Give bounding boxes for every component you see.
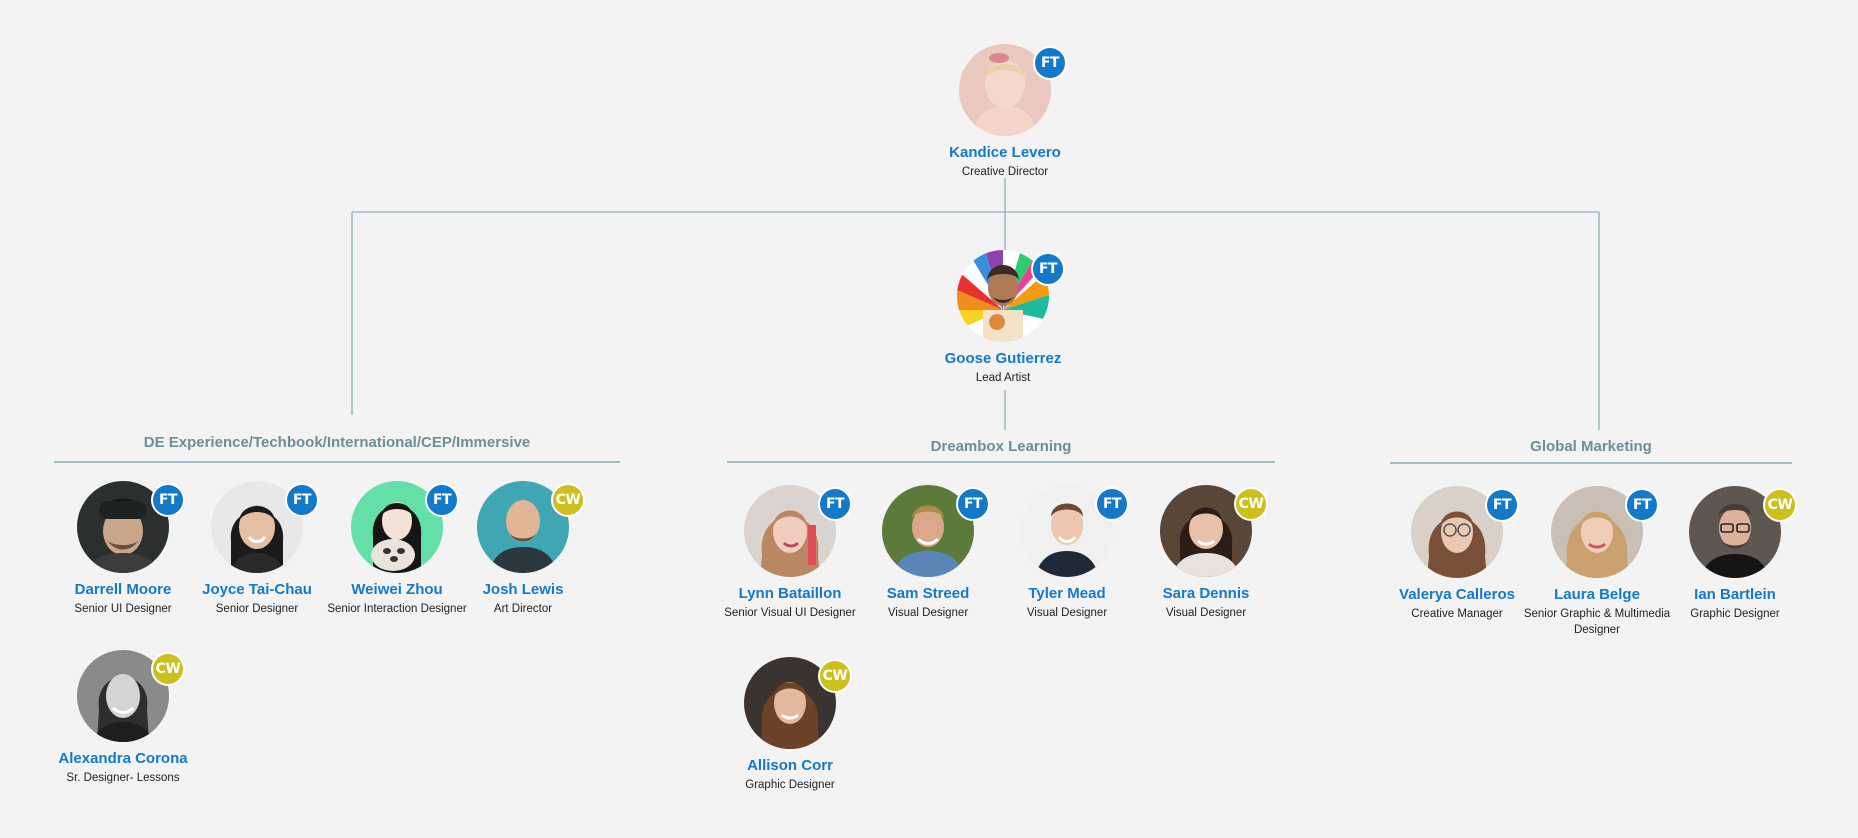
avatar (957, 250, 1049, 342)
person-card[interactable]: FT Laura Belge Senior Graphic & Multimed… (1507, 486, 1687, 638)
employment-badge: CW (151, 652, 185, 686)
person-card[interactable]: FT Valerya Calleros Creative Manager (1367, 486, 1547, 622)
avatar (744, 485, 836, 577)
person-role: Graphic Designer (1690, 608, 1780, 620)
person-name: Allison Corr (747, 757, 833, 774)
person-role: Visual Designer (1026, 607, 1108, 619)
group-divider (727, 461, 1275, 463)
person-card-lead[interactable]: FT Goose Gutierrez Lead Artist (913, 250, 1093, 386)
employment-badge: CW (1234, 487, 1268, 521)
person-card[interactable]: FT Tyler Mead Visual Designer (977, 485, 1157, 621)
person-card[interactable]: CW Ian Bartlein Graphic Designer (1645, 486, 1825, 622)
group-divider (54, 461, 620, 463)
person-role: Graphic Designer (745, 779, 835, 791)
person-name: Alexandra Corona (58, 750, 188, 767)
person-card[interactable]: FT Weiwei Zhou Senior Interaction Design… (307, 481, 487, 617)
employment-badge: CW (1763, 488, 1797, 522)
person-name: Darrell Moore (74, 581, 172, 598)
person-name: Ian Bartlein (1694, 586, 1776, 603)
person-role: Senior Visual UI Designer (724, 607, 856, 619)
person-name: Weiwei Zhou (351, 581, 443, 598)
person-name: Joyce Tai-Chau (202, 581, 312, 598)
avatar (959, 44, 1051, 136)
person-name: Sam Streed (886, 585, 970, 602)
employment-badge: FT (956, 487, 990, 521)
person-name: Goose Gutierrez (944, 350, 1062, 367)
person-role: Visual Designer (1165, 607, 1247, 619)
person-role: Senior UI Designer (74, 603, 172, 615)
person-card[interactable]: CW Josh Lewis Art Director (433, 481, 613, 617)
person-role: Creative Director (961, 166, 1049, 178)
person-name: Sara Dennis (1162, 585, 1250, 602)
person-card[interactable]: CW Allison Corr Graphic Designer (700, 657, 880, 793)
employment-badge: FT (425, 483, 459, 517)
person-card[interactable]: FT Joyce Tai-Chau Senior Designer (167, 481, 347, 617)
avatar (1551, 486, 1643, 578)
person-card-director[interactable]: FT Kandice Levero Creative Director (915, 44, 1095, 180)
group-title-dreambox: Dreambox Learning (930, 438, 1072, 455)
person-name: Josh Lewis (482, 581, 564, 598)
employment-badge: FT (1095, 487, 1129, 521)
person-card[interactable]: FT Sam Streed Visual Designer (838, 485, 1018, 621)
person-role: Creative Manager (1411, 608, 1503, 620)
person-name: Laura Belge (1554, 586, 1640, 603)
employment-badge: FT (818, 487, 852, 521)
group-divider (1390, 462, 1792, 464)
person-card[interactable]: CW Alexandra Corona Sr. Designer- Lesson… (33, 650, 213, 786)
person-name: Kandice Levero (949, 144, 1061, 161)
person-card[interactable]: CW Sara Dennis Visual Designer (1116, 485, 1296, 621)
person-card[interactable]: FT Lynn Bataillon Senior Visual UI Desig… (700, 485, 880, 621)
employment-badge: FT (1625, 488, 1659, 522)
person-name: Tyler Mead (1028, 585, 1106, 602)
person-role: Sr. Designer- Lessons (66, 772, 180, 784)
employment-badge: FT (285, 483, 319, 517)
avatar (77, 650, 169, 742)
person-role: Lead Artist (975, 372, 1031, 384)
employment-badge: FT (1031, 252, 1065, 286)
avatar (744, 657, 836, 749)
person-role: Senior Graphic & Multimedia Designer (1523, 608, 1671, 636)
person-name: Lynn Bataillon (738, 585, 842, 602)
employment-badge: CW (818, 659, 852, 693)
person-name: Valerya Calleros (1399, 586, 1515, 603)
avatar (1160, 485, 1252, 577)
person-role: Art Director (493, 603, 553, 615)
group-title-de-experience: DE Experience/Techbook/International/CEP… (143, 434, 531, 451)
employment-badge: FT (1033, 46, 1067, 80)
person-role: Senior Interaction Designer (327, 603, 467, 615)
employment-badge: FT (151, 483, 185, 517)
employment-badge: FT (1485, 488, 1519, 522)
avatar (1411, 486, 1503, 578)
person-role: Visual Designer (887, 607, 969, 619)
person-role: Senior Designer (215, 603, 299, 615)
group-title-global-marketing: Global Marketing (1530, 438, 1652, 455)
employment-badge: CW (551, 483, 585, 517)
person-card[interactable]: FT Darrell Moore Senior UI Designer (33, 481, 213, 617)
